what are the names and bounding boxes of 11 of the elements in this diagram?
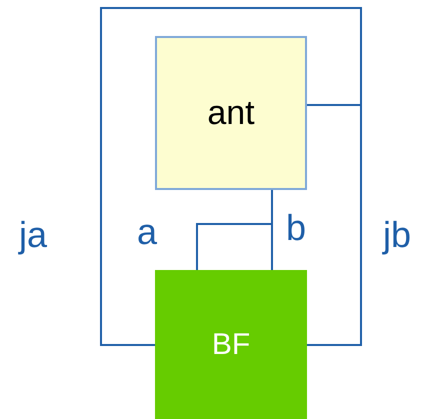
edge-label: b — [286, 210, 306, 246]
connector-line — [307, 104, 362, 346]
edge-label: a — [136, 214, 158, 250]
process-box — [155, 270, 307, 419]
edge-label: ja — [18, 217, 48, 253]
connector-line — [271, 190, 273, 270]
process-box — [155, 36, 307, 190]
connector-line — [100, 7, 362, 346]
node-label: ant — [207, 94, 255, 132]
node-label: BF — [212, 328, 250, 362]
edge-label: jb — [382, 217, 412, 253]
